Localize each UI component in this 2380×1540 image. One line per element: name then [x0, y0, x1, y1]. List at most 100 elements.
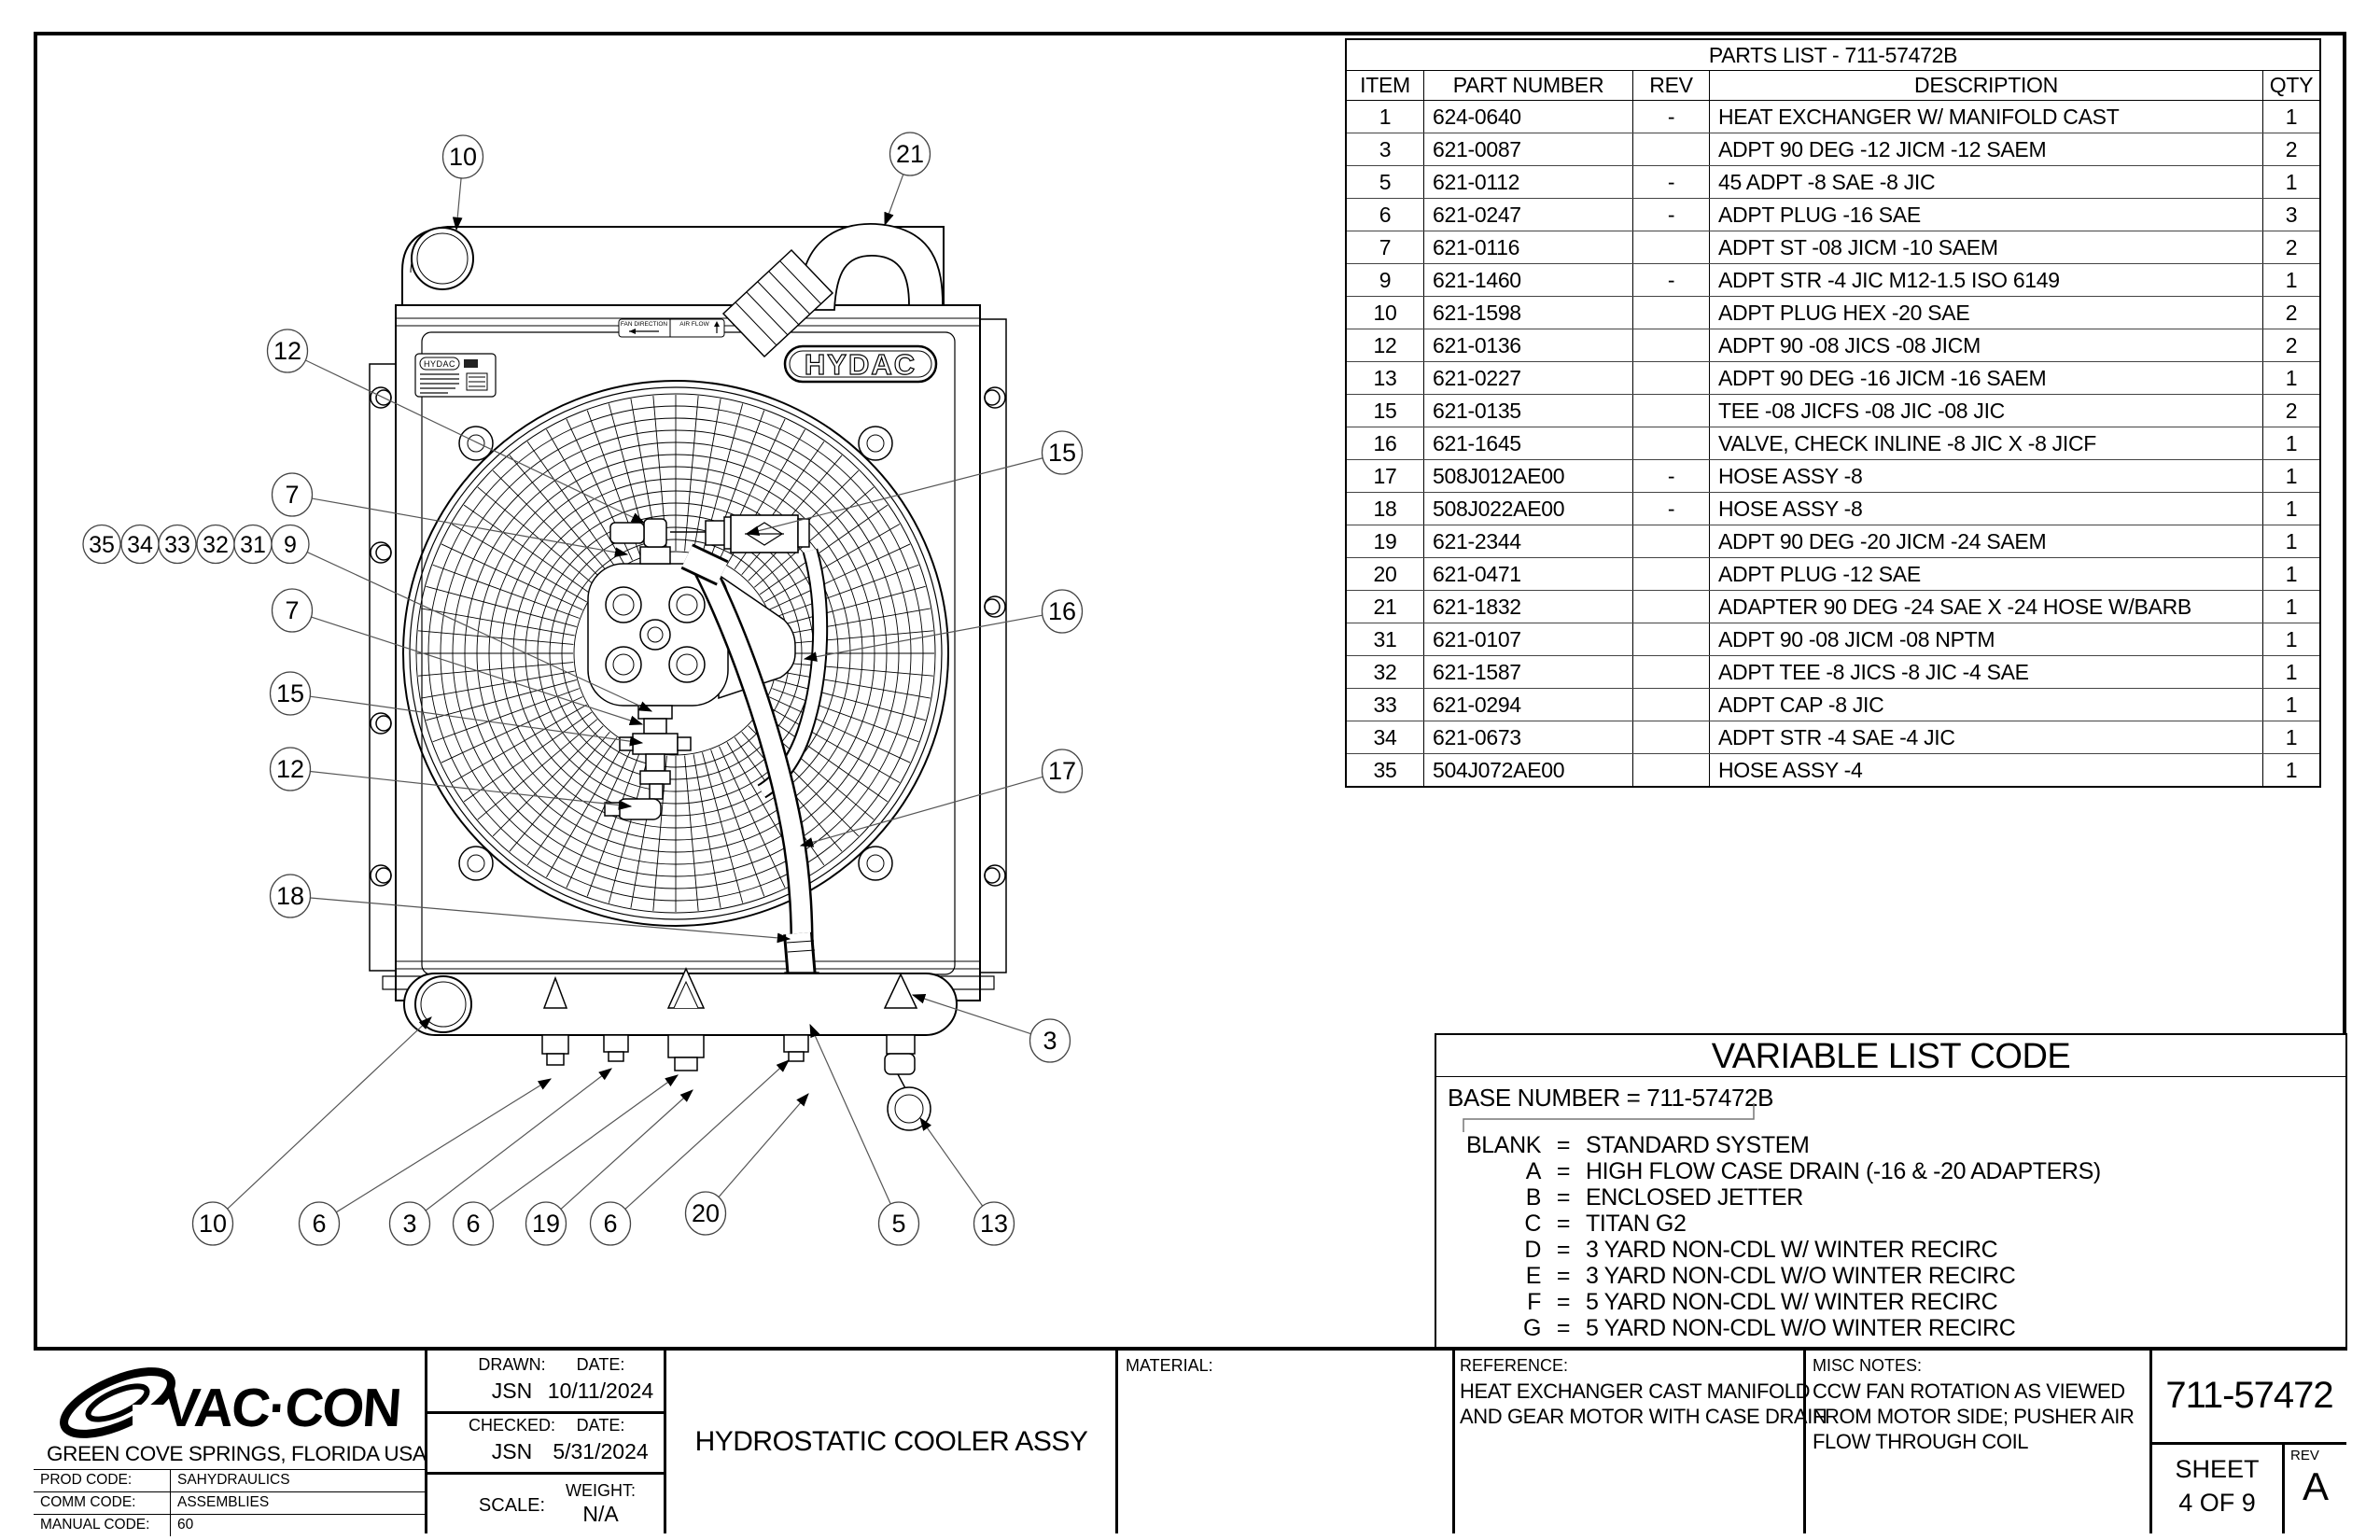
balloon-leader-7: [312, 497, 629, 558]
svg-text:12: 12: [276, 755, 304, 783]
cell: 1: [1347, 101, 1424, 133]
svg-text:10: 10: [199, 1210, 227, 1238]
cell: -: [1633, 264, 1710, 296]
variable-list-title: VARIABLE LIST CODE: [1436, 1035, 2345, 1077]
cell: HEAT EXCHANGER W/ MANIFOLD CAST: [1710, 101, 2263, 133]
sheet-value: 4 OF 9: [2178, 1489, 2256, 1517]
cell: 1: [2285, 562, 2298, 586]
cell: 15: [1347, 395, 1424, 427]
cell: 1: [2285, 497, 2298, 521]
drawn-date-label: DATE:: [576, 1355, 625, 1374]
cell: 45 ADPT -8 SAE -8 JIC: [1710, 166, 2263, 198]
cell: 7: [1347, 231, 1424, 263]
cell: 504J072AE00: [1424, 754, 1633, 786]
cell: ADPT ST -08 JICM -10 SAEM: [1710, 231, 2263, 263]
vaccon-logo-swoosh: [60, 1367, 192, 1448]
cell: 621-1460: [1424, 264, 1633, 296]
cell: 621-0135: [1424, 395, 1633, 427]
svg-text:31: 31: [240, 532, 266, 558]
svg-text:15: 15: [1048, 439, 1076, 467]
balloon-13: 13: [973, 1201, 1015, 1246]
balloon-5: 5: [877, 1201, 920, 1246]
cell: 2: [2285, 399, 2298, 423]
cell: 31: [1347, 623, 1424, 655]
vaccon-logo-text: VAC·CON: [161, 1378, 402, 1438]
cell: 10: [1347, 297, 1424, 329]
cell: 2: [2285, 137, 2298, 161]
cell: 1: [2285, 595, 2298, 619]
col-qty: QTY: [2269, 73, 2314, 97]
svg-text:13: 13: [980, 1210, 1008, 1238]
cell: -: [1633, 460, 1710, 492]
misc-notes-label: MISC NOTES:: [1813, 1356, 1923, 1375]
balloon-leader-13: [919, 1117, 984, 1207]
svg-text:35: 35: [89, 532, 115, 558]
cell: 1: [2285, 431, 2298, 455]
title-block: VAC·CON GREEN COVE SPRINGS, FLORIDA USA …: [34, 1347, 2346, 1536]
cell: [1633, 591, 1710, 623]
balloon-16: 16: [1041, 589, 1084, 634]
variable-entry-F: F=5 YARD NON-CDL W/ WINTER RECIRC: [1448, 1289, 2338, 1315]
col-rev: REV: [1633, 71, 1710, 100]
tb-divider: [2282, 1442, 2285, 1533]
cell: ADPT PLUG -12 SAE: [1710, 558, 2263, 590]
variable-entry-E: E=3 YARD NON-CDL W/O WINTER RECIRC: [1448, 1263, 2338, 1289]
hydac-logo: HYDAC: [783, 344, 938, 384]
variable-entry-D: D=3 YARD NON-CDL W/ WINTER RECIRC: [1448, 1237, 2338, 1263]
bottom-manifold: [403, 967, 958, 1131]
cell: [1633, 525, 1710, 557]
svg-text:6: 6: [312, 1210, 326, 1238]
svg-text:16: 16: [1048, 597, 1076, 625]
rev-value: A: [2302, 1464, 2329, 1508]
text-line: HEAT EXCHANGER CAST MANIFOLD: [1460, 1379, 1811, 1403]
cell: 34: [1347, 721, 1424, 753]
code-value: ASSEMBLIES: [177, 1494, 270, 1510]
checked-value: JSN: [491, 1439, 533, 1463]
balloon-18: 18: [269, 874, 312, 918]
cell: 621-0116: [1424, 231, 1633, 263]
svg-text:5: 5: [891, 1210, 905, 1238]
cell: [1633, 427, 1710, 459]
cell: 12: [1347, 329, 1424, 361]
cell: 1: [2285, 758, 2298, 782]
balloon-3: 3: [1029, 1018, 1071, 1063]
balloon-34: 34: [120, 524, 160, 565]
vb-eq: =: [1556, 1263, 1571, 1289]
shroud-ears: [458, 426, 893, 881]
checked-date-value: 5/31/2024: [553, 1439, 649, 1463]
cell: 1: [2285, 693, 2298, 717]
cell: 1: [2285, 660, 2298, 684]
text-line: FLOW THROUGH COIL: [1813, 1430, 2029, 1453]
balloon-leader-5: [809, 1023, 891, 1205]
svg-text:7: 7: [285, 481, 299, 509]
vb-eq: =: [1556, 1237, 1571, 1263]
cell: 32: [1347, 656, 1424, 688]
balloon-32: 32: [196, 524, 235, 565]
vb-txt: 3 YARD NON-CDL W/ WINTER RECIRC: [1586, 1237, 1998, 1263]
balloon-leader-19: [560, 1089, 693, 1210]
cell: 621-0673: [1424, 721, 1633, 753]
code-row: MANUAL CODE:60: [34, 1514, 425, 1536]
cell: VALVE, CHECK INLINE -8 JIC X -8 JICF: [1710, 427, 2263, 459]
cell: 2: [2285, 301, 2298, 325]
vb-eq: =: [1556, 1211, 1571, 1237]
vb-code: C: [1524, 1211, 1541, 1237]
balloon-leader-3: [425, 1068, 612, 1211]
balloon-leader-21: [884, 174, 904, 227]
company-address: GREEN COVE SPRINGS, FLORIDA USA: [47, 1442, 427, 1465]
cell: 621-0247: [1424, 199, 1633, 231]
cell: 1: [2285, 464, 2298, 488]
balloon-leader-12: [305, 359, 646, 524]
balloon-20: 20: [684, 1191, 727, 1236]
code-value: SAHYDRAULICS: [177, 1472, 290, 1488]
balloon-7: 7: [271, 588, 314, 633]
drawing-title: HYDROSTATIC COOLER ASSY: [694, 1426, 1088, 1457]
svg-text:18: 18: [276, 882, 304, 910]
cell: 35: [1347, 754, 1424, 786]
